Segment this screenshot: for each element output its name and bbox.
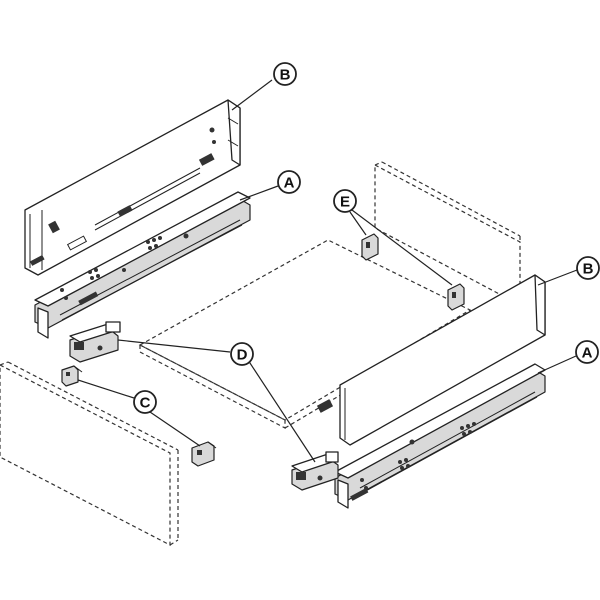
runner-left (34, 191, 251, 339)
callout-a-right: A (575, 340, 599, 364)
callout-c: C (133, 390, 157, 414)
rear-bracket-left (361, 233, 379, 261)
leader-lines (77, 79, 578, 463)
callout-e: E (333, 189, 357, 213)
callout-d: D (230, 342, 254, 366)
callout-b-top-label: B (280, 67, 291, 84)
locking-device-left (69, 321, 121, 363)
runner-right (334, 363, 546, 509)
back-panel-dashed (374, 161, 521, 306)
rear-bracket-right (447, 283, 465, 311)
front-bracket-right (191, 441, 217, 467)
front-bracket-left (61, 365, 83, 387)
callout-b-right-label: B (583, 261, 594, 278)
callout-e-label: E (340, 194, 350, 211)
front-panel-dashed (0, 361, 179, 546)
callout-a-right-label: A (582, 345, 593, 362)
callout-a-top: A (277, 170, 301, 194)
side-wall-right (316, 274, 546, 446)
callout-b-top: B (273, 62, 297, 86)
callout-c-label: C (140, 395, 151, 412)
callout-b-right: B (576, 256, 600, 280)
side-wall-left (24, 99, 241, 276)
locking-device-right (291, 451, 339, 491)
callout-d-label: D (237, 347, 248, 364)
callout-a-top-label: A (284, 175, 295, 192)
